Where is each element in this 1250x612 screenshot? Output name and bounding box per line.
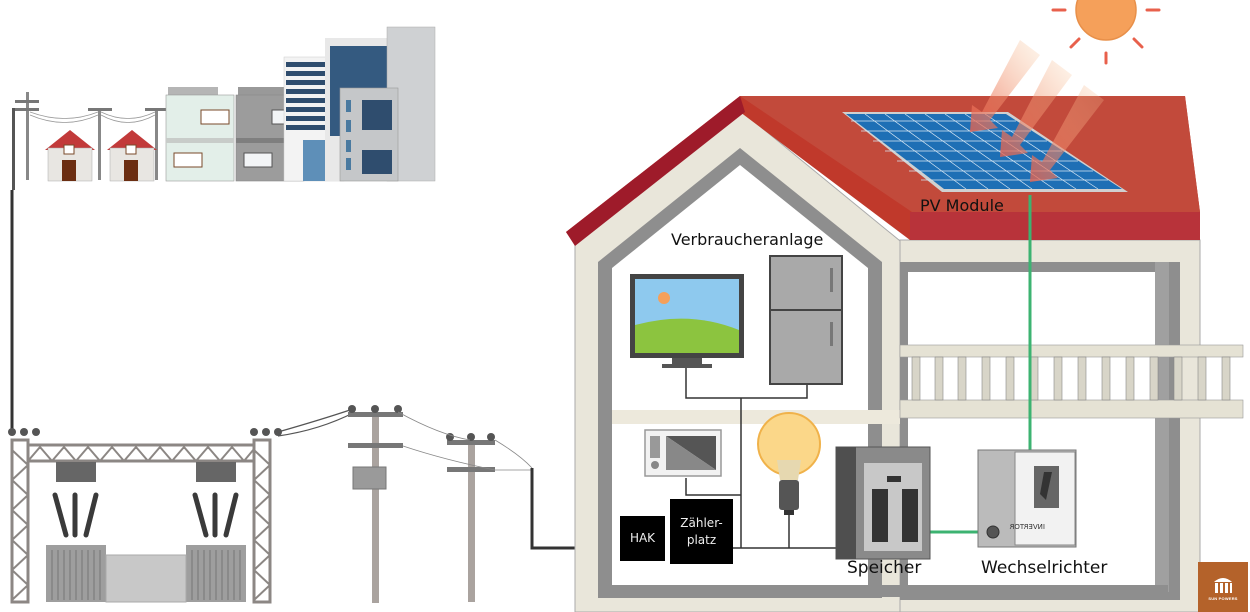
solar-panel-icon bbox=[842, 112, 1128, 192]
tv-icon bbox=[630, 274, 744, 368]
utility-pole-icon bbox=[348, 405, 403, 603]
zaehlerplatz-box: Zähler- platz bbox=[670, 499, 733, 564]
logo-text: SUN POWERS bbox=[1208, 595, 1238, 601]
sun-powers-logo: SUN POWERS bbox=[1198, 562, 1248, 612]
logo-pillars-icon bbox=[1214, 577, 1232, 593]
substation-icon bbox=[8, 428, 282, 604]
inverter-plate-text: INVERTOR bbox=[1009, 523, 1045, 531]
inverter-icon: INVERTOR bbox=[977, 449, 1077, 548]
house bbox=[566, 96, 1244, 612]
fridge-icon bbox=[769, 255, 843, 385]
hak-box: HAK bbox=[620, 516, 665, 561]
hak-label: HAK bbox=[629, 531, 656, 545]
light-bulb-icon bbox=[757, 412, 821, 515]
microwave-icon bbox=[644, 429, 722, 477]
zaehlerplatz-label-line2: platz bbox=[686, 532, 717, 547]
zaehlerplatz-label-line1: Zähler- bbox=[680, 515, 723, 530]
utility-pole-icon bbox=[446, 433, 495, 602]
sun-ray-arrows bbox=[970, 40, 1104, 182]
wechselrichter-label: Wechselrichter bbox=[981, 558, 1108, 578]
house-icon bbox=[45, 130, 95, 182]
house-icon bbox=[107, 130, 157, 182]
consumer-wiring bbox=[685, 368, 838, 549]
pv-module-label: PV Module bbox=[920, 196, 1004, 215]
battery-storage-icon bbox=[835, 446, 931, 560]
verbraucheranlage-label: Verbraucheranlage bbox=[671, 230, 824, 249]
sun-icon bbox=[1051, 0, 1161, 65]
speicher-label: Speicher bbox=[847, 558, 922, 578]
city-buildings-icon bbox=[12, 26, 436, 190]
